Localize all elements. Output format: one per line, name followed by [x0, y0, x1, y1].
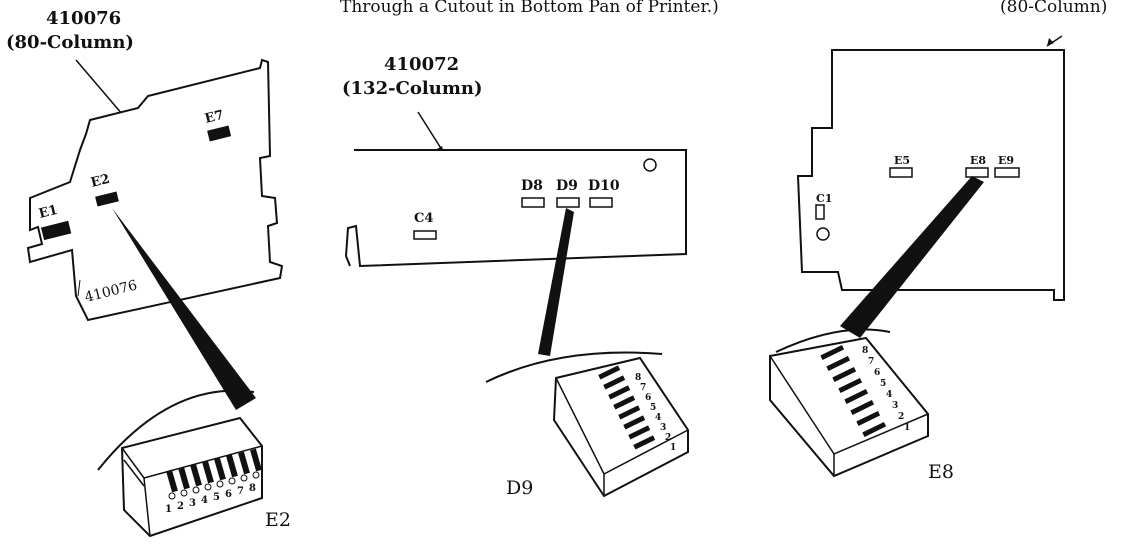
right-board-e8-chip: [965, 167, 989, 178]
right-board-e5-label: E5: [894, 154, 910, 167]
e2-switch-pos-1: 1: [165, 504, 172, 515]
middle-board-d9-chip: [556, 197, 580, 208]
left-board-e2-chip: [95, 191, 119, 207]
left-board-e7-label: E7: [203, 108, 225, 127]
e8-callout-label: E8: [928, 461, 954, 483]
right-board-c1-chip: [815, 204, 825, 220]
left-board-e2-label: E2: [89, 172, 111, 191]
left-board-e1-label: E1: [37, 203, 59, 222]
right-callout-arc: [775, 328, 891, 353]
middle-board-mounting-hole: [643, 158, 657, 172]
left-board-edge-detail: [77, 279, 81, 297]
middle-board-d9-label: D9: [556, 178, 578, 194]
left-board-e1-chip: [40, 220, 72, 241]
middle-board-d8-chip: [521, 197, 545, 208]
d9-switch-pos-7: 7: [640, 383, 646, 393]
left-board-pcb: [26, 58, 284, 322]
header-fragment: Through a Cutout in Bottom Pan of Printe…: [340, 0, 719, 17]
right-board-e9-label: E9: [998, 154, 1014, 167]
right-board-e8-label: E8: [970, 154, 986, 167]
middle-callout-arc: [485, 351, 663, 383]
left-board-type: (80-Column): [6, 32, 134, 53]
right-board-type-label: (80-Column): [1000, 0, 1107, 17]
d9-switch-pos-4: 4: [655, 413, 661, 423]
middle-board-d8-label: D8: [521, 178, 543, 194]
right-board-mounting-hole: [816, 227, 830, 241]
middle-board-type: (132-Column): [342, 78, 482, 99]
d9-switch-pos-3: 3: [660, 423, 666, 433]
e2-dip-switch: 1 2 3 4 5 6 7 8: [120, 416, 263, 538]
right-board-c1-label: C1: [816, 192, 832, 205]
left-callout-arc: [97, 389, 255, 471]
d9-dip-switch: 1 2 3 4 5 6 7 8: [552, 356, 689, 498]
e8-switch-pos-4: 4: [886, 390, 892, 400]
d9-switch-pos-2: 2: [665, 433, 671, 443]
right-board-e5-chip: [889, 167, 913, 178]
left-callout-wedge: [112, 208, 256, 410]
d9-switch-pos-1: 1: [670, 443, 676, 453]
e8-switch-pos-6: 6: [874, 368, 880, 378]
middle-board-d10-chip: [589, 197, 613, 208]
left-board-e7-chip: [207, 125, 232, 142]
e2-switch-pos-8: 8: [249, 483, 256, 494]
middle-board-arrow: [417, 111, 443, 151]
left-board-part-number: 410076: [46, 8, 121, 29]
right-board-arrowhead: [1047, 38, 1054, 46]
e8-dip-switch: 1 2 3 4 5 6 7 8: [769, 336, 929, 478]
e8-switch-pos-8: 8: [862, 346, 868, 356]
e8-switch-pos-2: 2: [898, 412, 904, 422]
middle-board-c4-chip: [413, 230, 437, 240]
d9-switch-pos-8: 8: [635, 373, 641, 383]
e2-switch-pos-6: 6: [225, 489, 232, 500]
d9-switch-pos-5: 5: [650, 403, 656, 413]
e2-callout-label: E2: [265, 509, 291, 531]
middle-board-part-number: 410072: [384, 54, 459, 75]
e2-switch-pos-4: 4: [201, 495, 208, 506]
middle-callout-wedge: [538, 208, 574, 356]
e8-switch-pos-7: 7: [868, 357, 874, 367]
middle-board-pcb: [344, 149, 687, 268]
d9-callout-label: D9: [506, 477, 533, 499]
e8-switch-pos-3: 3: [892, 401, 898, 411]
e2-switch-pos-2: 2: [177, 501, 184, 512]
right-board-pcb: [796, 49, 1065, 301]
e8-switch-pos-5: 5: [880, 379, 886, 389]
e2-switch-pos-5: 5: [213, 492, 220, 503]
e2-switch-pos-7: 7: [237, 486, 244, 497]
d9-switch-pos-6: 6: [645, 393, 651, 403]
right-board-e9-chip: [994, 167, 1020, 178]
middle-board-c4-label: C4: [414, 211, 433, 226]
middle-board-d10-label: D10: [588, 178, 620, 194]
e8-switch-pos-1: 1: [904, 423, 910, 433]
right-callout-wedge: [840, 176, 984, 338]
e2-switch-pos-3: 3: [189, 498, 196, 509]
